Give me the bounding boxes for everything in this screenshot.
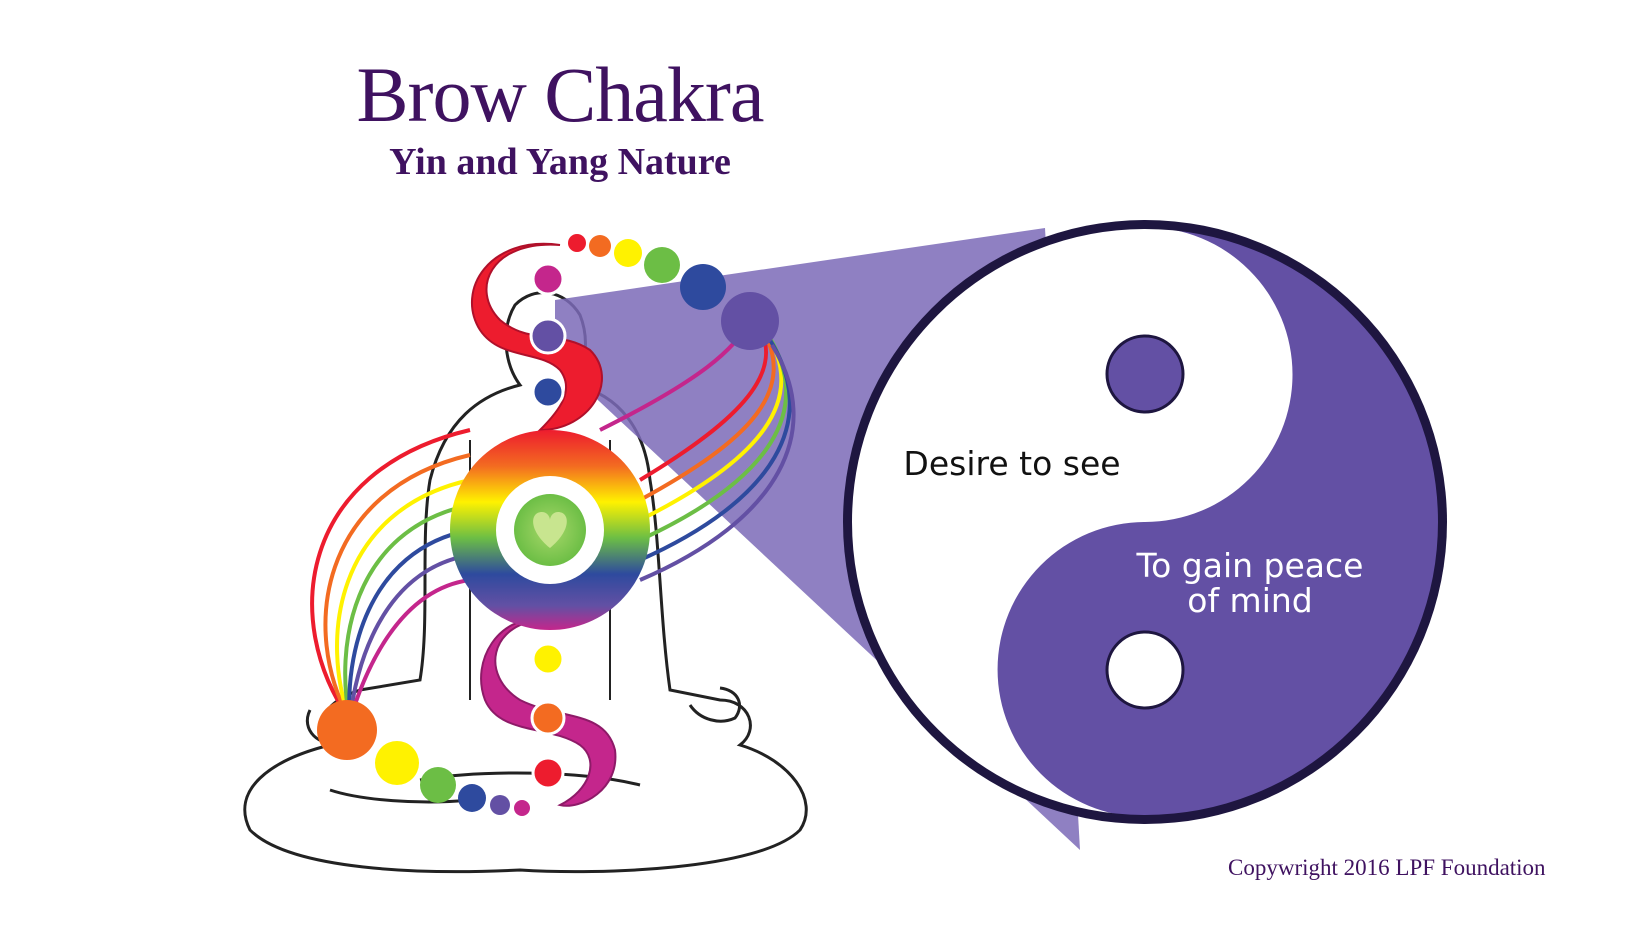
lower-chakra-arc	[317, 700, 530, 816]
yin-dot	[1105, 334, 1185, 414]
yin-label: Desire to see	[903, 444, 1120, 483]
upper-chakra-arc	[568, 234, 779, 350]
copyright-notice: Copywright 2016 LPF Foundation	[1228, 855, 1546, 880]
yin-yang-symbol: Desire to see To gain peace of mind	[843, 220, 1447, 824]
yang-label-line2: of mind	[1187, 581, 1312, 620]
energy-cords	[310, 317, 796, 722]
page-subtitle: Yin and Yang Nature	[389, 141, 731, 183]
page-title: Brow Chakra	[356, 51, 764, 138]
spine-chakras	[529, 262, 567, 790]
yang-label-line1: To gain peace	[1136, 546, 1364, 585]
yang-dot	[1105, 630, 1185, 710]
heart-icon	[533, 512, 567, 548]
